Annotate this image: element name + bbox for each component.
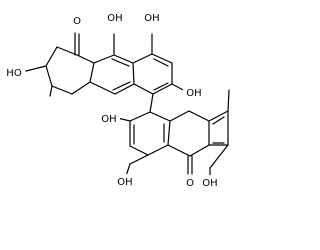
- chemical-structure: O OH OH OH HO OH OH O OH: [3, 10, 230, 189]
- atom-labels: O OH OH OH HO OH OH O OH: [3, 10, 221, 189]
- ketone-oxygen-label-top: O: [73, 16, 81, 27]
- upper-anthracenone-unit: [25, 32, 188, 97]
- hydroxyl-label-peri-top: OH: [107, 13, 122, 24]
- hydroxyl-label-bottom-left: OH: [117, 177, 132, 188]
- hydroxyl-label-mid-left: OH: [101, 114, 116, 125]
- ketone-oxygen-label-bottom: O: [186, 178, 194, 189]
- hydroxyl-label-bottom-right: OH: [202, 178, 217, 189]
- structure-drawing: O OH OH OH HO OH OH O OH: [3, 10, 230, 189]
- biaryl-bond: [149, 93, 154, 113]
- lower-anthrone-unit: [108, 89, 230, 177]
- hydroxyl-label-right-upper: OH: [186, 88, 201, 99]
- hydroxyl-label-top-right: OH: [144, 13, 159, 24]
- hydroxyl-label-left: HO: [6, 68, 22, 79]
